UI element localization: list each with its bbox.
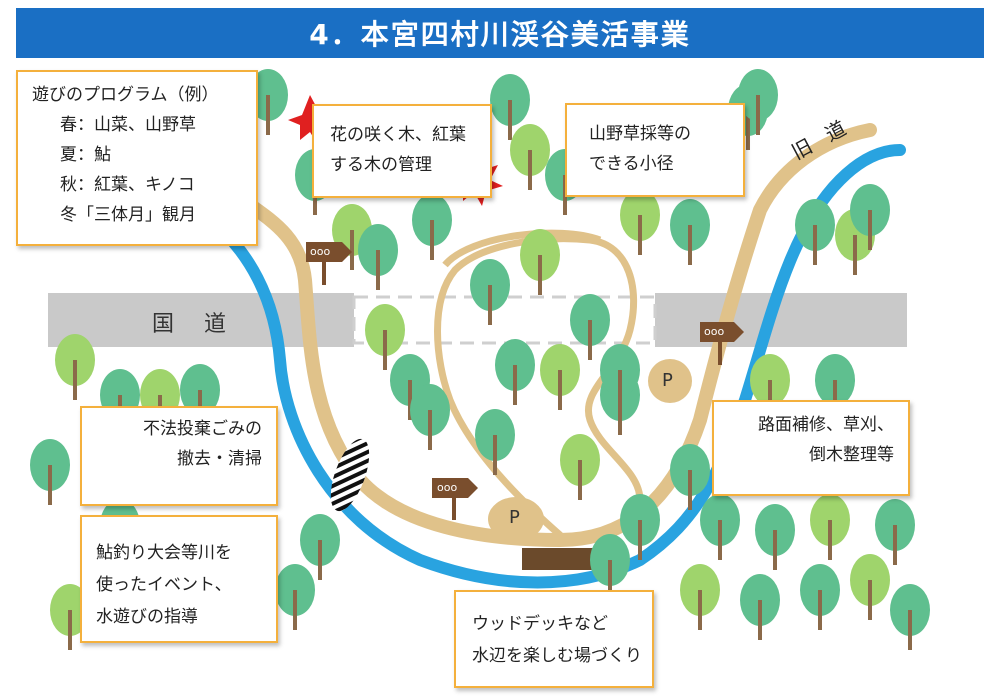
cleanup-callout: 不法投棄ごみの 撤去・清掃 bbox=[80, 406, 278, 506]
tree-icon bbox=[358, 224, 398, 290]
tree-icon bbox=[365, 304, 405, 370]
tree-icon bbox=[412, 194, 452, 260]
loop-trail-upper bbox=[442, 229, 602, 268]
tree-icon bbox=[850, 184, 890, 250]
repair-callout: 路面補修、草刈、 倒木整理等 bbox=[712, 400, 910, 496]
program-title: 遊びのプログラム（例） bbox=[32, 85, 219, 105]
main-path bbox=[223, 123, 877, 548]
sign-label-2: ooo bbox=[704, 325, 725, 338]
tree-icon bbox=[800, 564, 840, 630]
tree-icon bbox=[275, 564, 315, 630]
repair-line-2: 倒木整理等 bbox=[809, 445, 894, 465]
trail-callout: 山野草採等の できる小径 bbox=[565, 103, 745, 197]
deck-line-2: 水辺を楽しむ場づくり bbox=[472, 646, 642, 666]
flowers-callout: 花の咲く木、紅葉 する木の管理 bbox=[312, 104, 492, 198]
tree-icon bbox=[755, 504, 795, 570]
tree-icon bbox=[55, 334, 95, 400]
parking-1 bbox=[648, 359, 692, 403]
trail-line-1: 山野草採等の bbox=[589, 124, 691, 144]
program-summer: 夏：鮎 bbox=[60, 145, 111, 165]
parking-2 bbox=[488, 497, 544, 541]
flowers-line-1: 花の咲く木、紅葉 bbox=[330, 125, 466, 145]
tree-icon bbox=[590, 534, 630, 600]
tree-icon bbox=[30, 439, 70, 505]
deck-line-1: ウッドデッキなど bbox=[472, 614, 608, 634]
cleanup-line-2: 撤去・清掃 bbox=[177, 449, 262, 469]
tree-icon bbox=[740, 574, 780, 640]
tree-icon bbox=[620, 494, 660, 560]
program-autumn: 秋：紅葉、キノコ bbox=[60, 175, 195, 195]
page-title: 4．本宮四村川渓谷美活事業 bbox=[16, 8, 984, 58]
deck-callout: ウッドデッキなど 水辺を楽しむ場づくり bbox=[454, 590, 654, 688]
sign-label-3: ooo bbox=[437, 481, 458, 494]
tree-icon bbox=[470, 259, 510, 325]
wood-deck bbox=[522, 548, 598, 570]
tree-icon bbox=[670, 199, 710, 265]
tree-icon bbox=[300, 514, 340, 580]
tree-icon bbox=[700, 494, 740, 560]
tree-icon bbox=[795, 199, 835, 265]
event-callout: 鮎釣り大会等川を 使ったイベント、 水遊びの指導 bbox=[80, 515, 278, 643]
repair-line-1: 路面補修、草刈、 bbox=[758, 415, 894, 435]
tree-icon bbox=[520, 229, 560, 295]
flowers-line-2: する木の管理 bbox=[330, 155, 432, 175]
tree-icon bbox=[670, 444, 710, 510]
event-line-3: 水遊びの指導 bbox=[96, 607, 198, 627]
tree-icon bbox=[680, 564, 720, 630]
tree-icon bbox=[540, 344, 580, 410]
tree-icon bbox=[510, 124, 550, 190]
tree-icon bbox=[850, 554, 890, 620]
tree-icon bbox=[560, 434, 600, 500]
parking-label-2: P bbox=[509, 507, 520, 528]
tree-icon bbox=[875, 499, 915, 565]
dumping-site bbox=[330, 438, 370, 512]
tree-icon bbox=[248, 69, 288, 135]
wood-sign-3 bbox=[432, 478, 478, 520]
wood-sign-2 bbox=[700, 322, 744, 365]
national-road-label: 国道 bbox=[152, 312, 257, 337]
parking-label-1: P bbox=[662, 370, 673, 391]
tree-icon bbox=[570, 294, 610, 360]
tree-icon bbox=[890, 584, 930, 650]
wood-sign-1 bbox=[306, 242, 352, 285]
tree-icon bbox=[738, 69, 778, 135]
tree-icon bbox=[600, 344, 640, 410]
tree-icon bbox=[495, 339, 535, 405]
cleanup-line-1: 不法投棄ごみの bbox=[143, 419, 262, 439]
trail-line-2: できる小径 bbox=[589, 154, 674, 174]
tree-icon bbox=[620, 189, 660, 255]
tree-icon bbox=[410, 384, 450, 450]
tree-icon bbox=[490, 74, 530, 140]
loop-trail bbox=[434, 235, 644, 539]
tree-icon bbox=[475, 409, 515, 475]
tree-icon bbox=[810, 494, 850, 560]
program-callout: 遊びのプログラム（例） 春：山菜、山野草 夏：鮎 秋：紅葉、キノコ 冬「三体月」… bbox=[16, 70, 258, 246]
program-winter: 冬「三体月」観月 bbox=[60, 205, 196, 225]
sign-label-1: ooo bbox=[310, 245, 331, 258]
program-spring: 春：山菜、山野草 bbox=[60, 115, 196, 135]
event-line-1: 鮎釣り大会等川を bbox=[96, 543, 232, 563]
event-line-2: 使ったイベント、 bbox=[96, 575, 232, 595]
